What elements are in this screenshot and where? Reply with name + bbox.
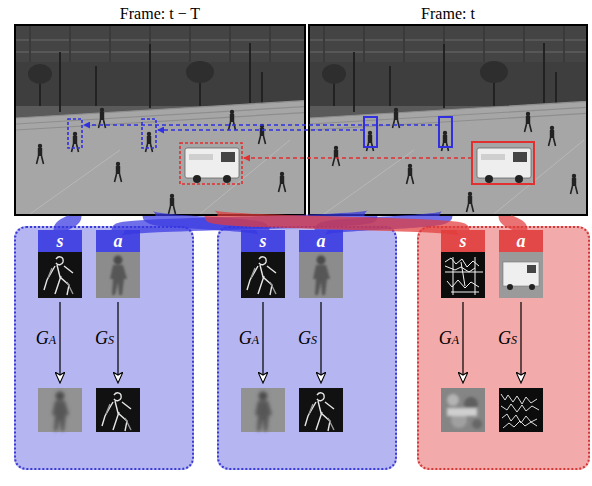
operator-label: GS [281,328,317,350]
video-frame: Frame: t − T [14,4,306,216]
patch-label: a [499,230,543,252]
frame-border [14,24,306,216]
video-frame: Frame: t [308,4,588,216]
patch-label: a [299,230,343,252]
operator-label: GS [78,328,114,350]
image-patch: s [441,230,485,298]
operator-arrows [463,302,521,382]
patch-label: s [441,230,485,252]
patch-link [118,216,371,230]
image-patch: a [299,230,343,298]
image-patch: s [241,230,285,298]
image-patch: s [38,230,82,298]
image-patch: a [499,230,543,298]
patch-frame [499,252,543,298]
sample-group: GA GS sa [14,226,194,470]
operator-label: GA [20,328,56,350]
operator-label: GA [423,328,459,350]
operator-label: GA [223,328,259,350]
frame-title: Frame: t − T [14,4,306,24]
frame-border [308,24,588,216]
frame-photo [16,26,304,214]
patch-label: s [241,230,285,252]
sample-group: GA GS sa [417,226,590,470]
patch-images [38,252,140,432]
patch-frame [96,252,140,298]
patch-images [241,252,343,432]
frame-photo [310,26,586,214]
patch-frame [241,252,285,298]
patch-link [149,216,263,230]
region-box [68,117,534,184]
patch-label: s [38,230,82,252]
motion-arrow [84,125,472,158]
patch-frame [38,252,82,298]
frame-title: Frame: t [308,4,588,24]
patch-link [505,216,521,230]
patch-frame [299,252,343,298]
patch-frame [441,252,485,298]
patch-label: a [96,230,140,252]
patch-link [60,216,75,230]
sample-group: GA GS sa [217,226,397,470]
patch-images [441,252,543,432]
operator-arrows [263,302,321,382]
operator-label: GS [481,328,517,350]
patch-link [321,216,446,230]
operator-arrows [60,302,118,382]
image-patch: a [96,230,140,298]
patch-link [211,216,463,230]
